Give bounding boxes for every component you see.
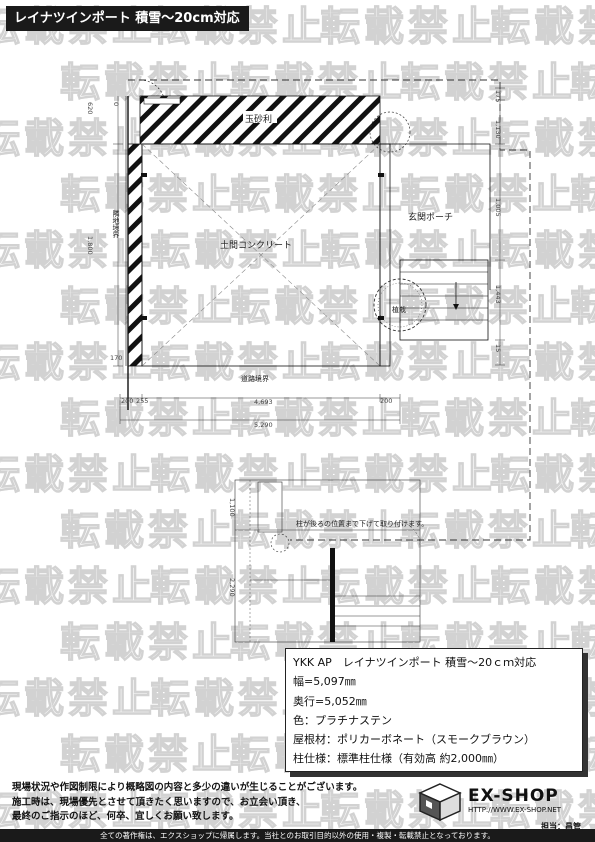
copyright-footer: 全ての著作権は、エクスショップに帰属します。当社とのお取引目的以外の使用・複製・… [0, 829, 595, 842]
note-line-2: 施工時は、現場優先とさせて頂きたく思いますので、お立会い頂き、 [12, 796, 306, 808]
note-line-3: 最終のご指示のほど、何卒、宜しくお願い致します。 [12, 811, 239, 822]
spec-pillar: 柱仕様：標準柱仕様（有効高 約2,000㎜） [293, 752, 504, 766]
carport-outline [128, 79, 531, 541]
logo-url: HTTP://WWW.EX-SHOP.NET [468, 806, 562, 814]
dimension-1800: 1,800 [86, 236, 94, 255]
planting-label: 植栽 [392, 306, 406, 314]
spec-width: 幅=5,097㎜ [293, 675, 356, 689]
earth-concrete-label: 土間コンクリート [220, 241, 293, 251]
dimension-170: 170 [110, 354, 123, 362]
spec-roof-material: 屋根材：ポリカーボネート（スモークブラウン） [293, 733, 535, 747]
dimension-175: 175 [494, 90, 502, 103]
pillar-4 [378, 316, 384, 320]
neighbor-boundary-label: 隣地境界 [112, 210, 120, 238]
dimension-255: 255 [136, 397, 149, 405]
spec-product: YKK AP レイナツインポート 積雪～20ｃｍ対応 [293, 656, 537, 669]
dimension-1100: 1,100 [228, 498, 236, 517]
dimension-2290: 2,290 [228, 578, 236, 597]
pillar-2 [141, 316, 147, 320]
dimension-right-small: 15 [494, 344, 502, 353]
lower-wall-bar [330, 548, 335, 642]
planting-circle-top [369, 111, 411, 153]
logo-name: EX-SHOP [468, 786, 559, 806]
notes: 現場状況や作図制限により概略図の内容と多少の違いが生じることがございます。 施工… [12, 781, 412, 825]
left-hatched-strip [127, 143, 143, 367]
spec-color: 色：プラチナステン [293, 713, 392, 727]
pillar-1 [141, 173, 147, 177]
gravel-label: 玉砂利 [245, 115, 273, 125]
spec-box: YKK AP レイナツインポート 積雪～20ｃｍ対応 幅=5,097㎜ 奥行=5… [285, 648, 583, 772]
page-title: レイナツインポート 積雪～20cm対応 [6, 6, 249, 31]
dimension-1443: 1,443 [494, 285, 502, 304]
note-line-1: 現場状況や作図制限により概略図の内容と多少の違いが生じることがございます。 [12, 782, 363, 793]
pillar-3 [378, 173, 384, 177]
dimension-4693: 4,693 [254, 398, 273, 406]
dimension-bottom-200-b: 200 [380, 397, 393, 405]
dimension-620: 620 [86, 102, 94, 115]
person-in-charge: 担当：昌管 [541, 822, 581, 831]
dimension-left-zero: 0 [112, 102, 120, 107]
ex-shop-logo: EX-SHOP HTTP://WWW.EX-SHOP.NET [418, 782, 588, 824]
planting-circle [373, 278, 427, 332]
dimension-1005: 1,005 [494, 198, 502, 217]
pillar-note: 柱が後ろの位置まで下げて取り付けます。 [296, 520, 429, 528]
entrance-porch-label: 玄関ポーチ [408, 213, 454, 223]
logo-box-icon [418, 783, 462, 822]
dimension-5290: 5,290 [254, 421, 273, 429]
spec-depth: 奥行=5,052㎜ [293, 694, 367, 708]
dimension-1130: 1,130 [494, 120, 502, 139]
road-boundary-label: 道路境界 [241, 375, 269, 383]
dimension-bottom-200-a: 200 [121, 397, 134, 405]
